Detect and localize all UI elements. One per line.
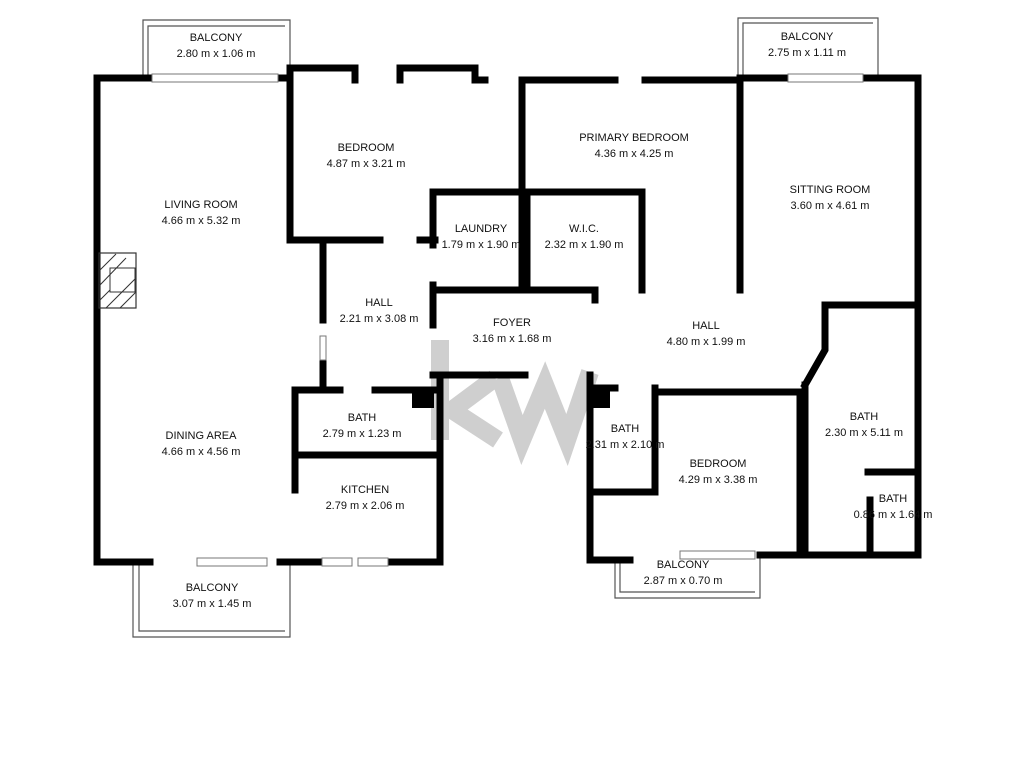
balcony-outlines: [132, 17, 879, 638]
walls: [93, 64, 922, 566]
fireplace: [98, 252, 137, 309]
kw-watermark-logo: [431, 340, 599, 467]
room-label: W.I.C.2.32 m x 1.90 m: [544, 223, 624, 251]
windows: [151, 73, 864, 567]
